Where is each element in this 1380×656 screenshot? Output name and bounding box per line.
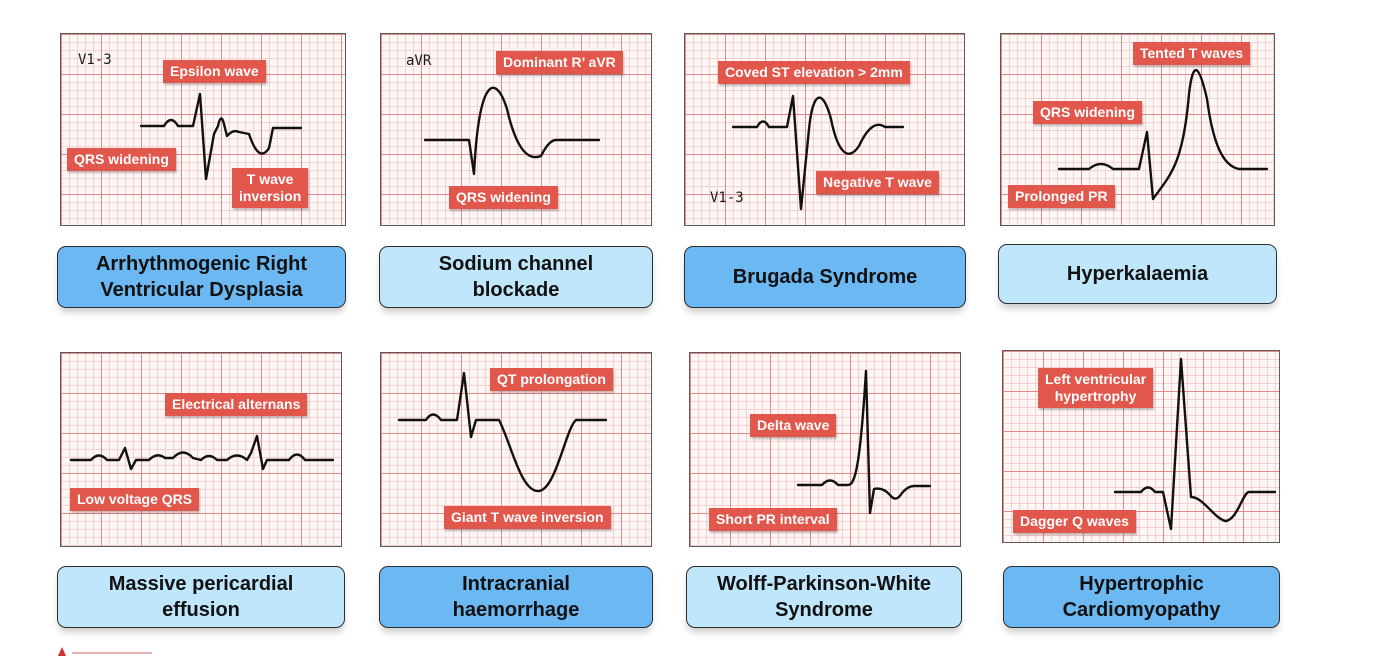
ecg-trace-sodium-channel: [423, 86, 601, 176]
annotation-giant-t-wave-inversion: Giant T wave inversion: [444, 506, 611, 529]
annotation-short-pr-interval: Short PR interval: [709, 508, 837, 531]
annotation-coved-st-elevation: Coved ST elevation > 2mm: [718, 61, 910, 84]
annotation-electrical-alternans: Electrical alternans: [165, 393, 308, 416]
annotation-qrs-widening: QRS widening: [1033, 101, 1142, 124]
condition-title-sodium-channel: Sodium channel blockade: [379, 246, 653, 308]
annotation-qrs-widening: QRS widening: [67, 148, 176, 171]
condition-title-hyperkalaemia: Hyperkalaemia: [998, 244, 1277, 304]
condition-title-intracranial-haemorrhage: Intracranial haemorrhage: [379, 566, 653, 628]
ecg-trace-brugada: [731, 94, 905, 211]
annotation-tented-t-waves: Tented T waves: [1133, 42, 1251, 65]
ecg-trace-hcm: [1113, 357, 1277, 531]
ecg-trace-wpw: [796, 369, 932, 515]
condition-title-wpw: Wolff-Parkinson-White Syndrome: [686, 566, 962, 628]
annotation-negative-t-wave: Negative T wave: [816, 171, 939, 194]
ecg-trace-pericardial-effusion: [69, 434, 335, 471]
lead-label: aVR: [406, 53, 432, 69]
ecg-trace-intracranial-haemorrhage: [397, 371, 608, 493]
condition-title-pericardial-effusion: Massive pericardial effusion: [57, 566, 345, 628]
ecg-trace-hyperkalaemia: [1057, 68, 1269, 201]
annotation-qrs-widening: QRS widening: [449, 186, 558, 209]
logo-icon: [58, 647, 152, 656]
condition-title-arvd: Arrhythmogenic Right Ventricular Dysplas…: [57, 246, 346, 308]
annotation-dagger-q-waves: Dagger Q waves: [1013, 510, 1136, 533]
annotation-delta-wave: Delta wave: [750, 414, 837, 437]
annotation-t-wave-inversion: T wave inversion: [232, 168, 309, 208]
condition-title-hcm: Hypertrophic Cardiomyopathy: [1003, 566, 1280, 628]
ecg-panel-pericardial-effusion: [60, 352, 342, 547]
annotation-epsilon-wave: Epsilon wave: [163, 60, 266, 83]
condition-title-brugada: Brugada Syndrome: [684, 246, 966, 308]
lead-label: V1-3: [78, 52, 112, 68]
ecg-trace-arvd: [139, 92, 303, 181]
annotation-qt-prolongation: QT prolongation: [490, 368, 613, 391]
annotation-left-ventricular-hypertrophy: Left ventricular hypertrophy: [1038, 368, 1154, 408]
annotation-low-voltage-qrs: Low voltage QRS: [70, 488, 200, 511]
lead-label: V1-3: [710, 190, 744, 206]
annotation-dominant-r-avr: Dominant R’ aVR: [496, 51, 623, 74]
annotation-prolonged-pr: Prolonged PR: [1008, 185, 1115, 208]
